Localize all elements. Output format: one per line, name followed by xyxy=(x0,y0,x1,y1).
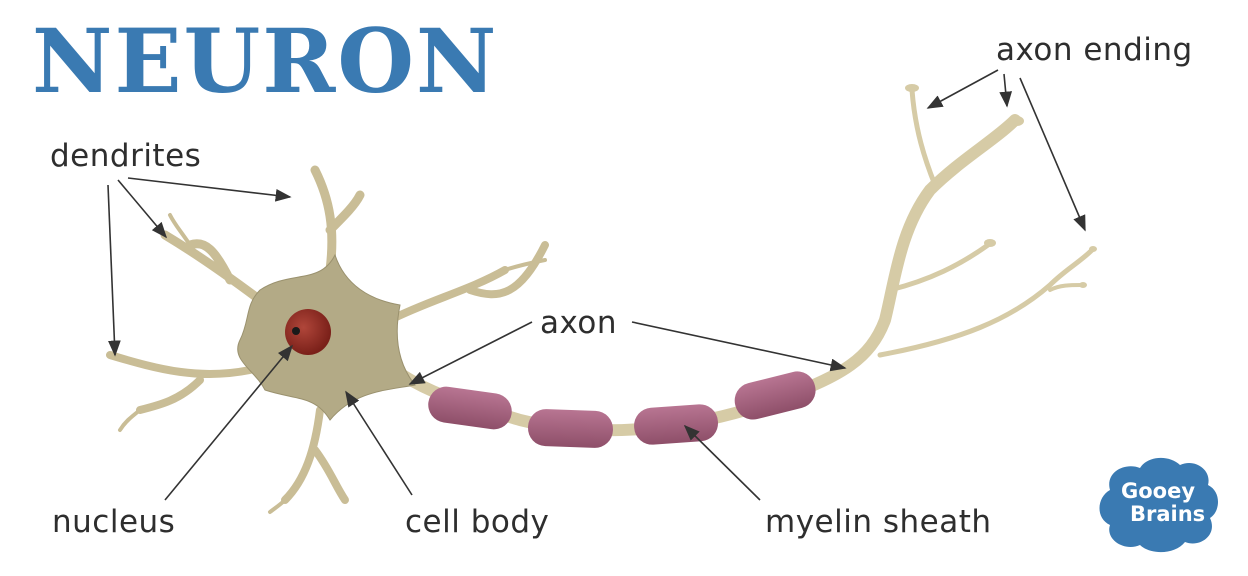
nucleolus xyxy=(292,327,300,335)
dendrites xyxy=(106,165,549,514)
label-myelin-sheath: myelin sheath xyxy=(765,504,992,540)
nucleus xyxy=(285,309,331,355)
myelin-sheath-segments xyxy=(428,371,816,448)
axon xyxy=(389,114,1021,437)
label-nucleus: nucleus xyxy=(52,504,175,540)
label-axon: axon xyxy=(540,305,617,341)
axon-terminals xyxy=(877,84,1097,358)
myelin-segment xyxy=(734,371,816,420)
page-title: NEURON xyxy=(32,9,498,113)
svg-text:Gooey: Gooey xyxy=(1121,479,1195,503)
svg-text:Brains: Brains xyxy=(1130,502,1205,526)
label-dendrites: dendrites xyxy=(50,138,201,174)
gooey-brains-logo: Gooey Brains xyxy=(1099,457,1218,553)
myelin-segment xyxy=(527,409,613,448)
myelin-segment xyxy=(428,386,512,430)
label-axon-ending: axon ending xyxy=(996,32,1193,68)
myelin-segment xyxy=(634,404,719,445)
label-cell-body: cell body xyxy=(405,504,549,540)
